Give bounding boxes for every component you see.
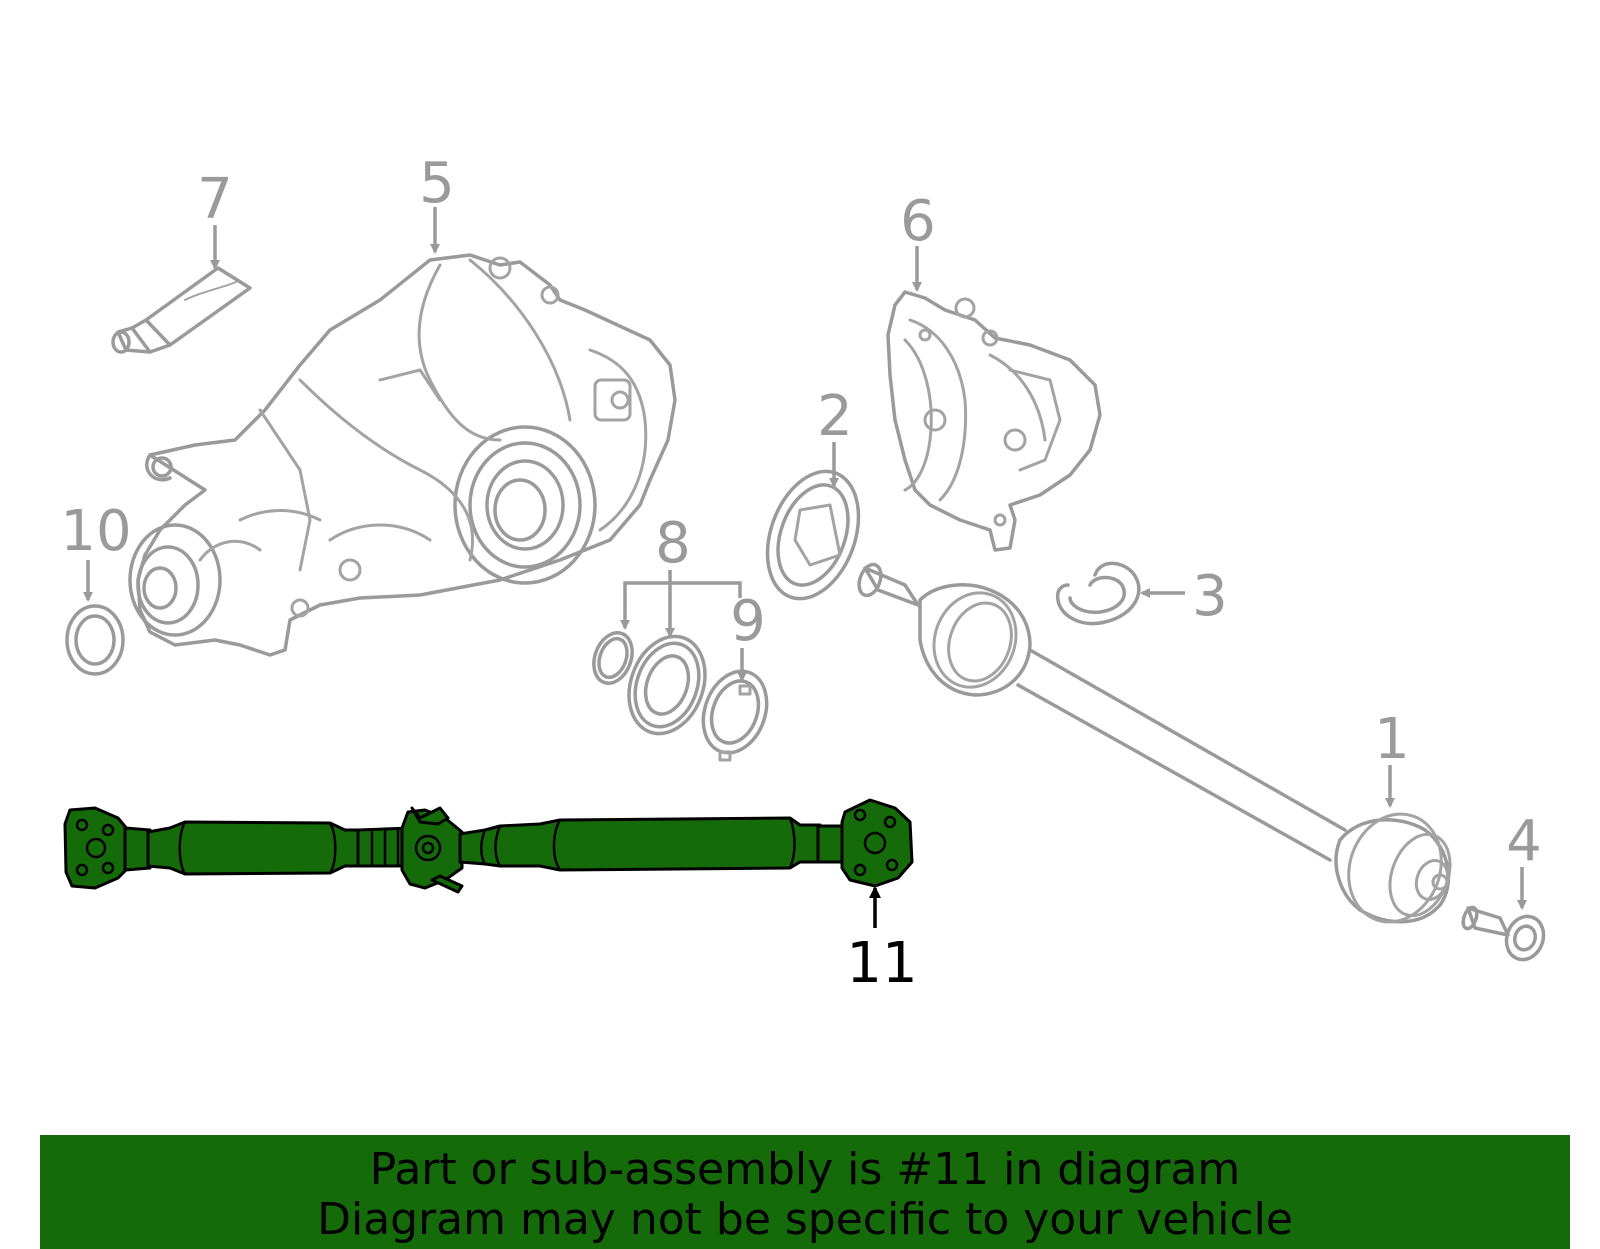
label-8: 8 xyxy=(655,511,691,576)
callout-labels: 7 5 6 2 3 10 8 9 1 4 11 xyxy=(60,151,1541,996)
part-10-seal[interactable] xyxy=(65,604,125,676)
part-1-axle-shaft[interactable] xyxy=(855,562,1461,936)
label-2: 2 xyxy=(817,384,853,449)
part-4-bolt[interactable] xyxy=(1461,905,1550,965)
part-6-cover[interactable] xyxy=(886,290,1102,552)
leader-lines xyxy=(83,207,1527,928)
label-3: 3 xyxy=(1192,564,1228,629)
banner-line-2: Diagram may not be specific to your vehi… xyxy=(317,1194,1293,1245)
label-7: 7 xyxy=(197,167,233,232)
part-8-bearing[interactable] xyxy=(587,626,718,745)
part-2-shim[interactable] xyxy=(751,459,875,612)
label-4: 4 xyxy=(1506,809,1542,874)
info-banner: Part or sub-assembly is #11 in diagram D… xyxy=(40,1135,1570,1249)
banner-line-1: Part or sub-assembly is #11 in diagram xyxy=(369,1144,1241,1195)
part-3-snap-ring[interactable] xyxy=(1055,561,1141,626)
label-11: 11 xyxy=(846,931,917,996)
part-9-nut[interactable] xyxy=(692,662,777,762)
label-10: 10 xyxy=(60,499,131,564)
label-9: 9 xyxy=(730,589,766,654)
label-6: 6 xyxy=(900,189,936,254)
label-5: 5 xyxy=(419,151,455,216)
part-5-differential[interactable] xyxy=(128,253,677,657)
part-11-drive-shaft[interactable] xyxy=(63,798,914,894)
part-7-sealant-tube[interactable] xyxy=(111,266,252,354)
label-1: 1 xyxy=(1374,707,1410,772)
